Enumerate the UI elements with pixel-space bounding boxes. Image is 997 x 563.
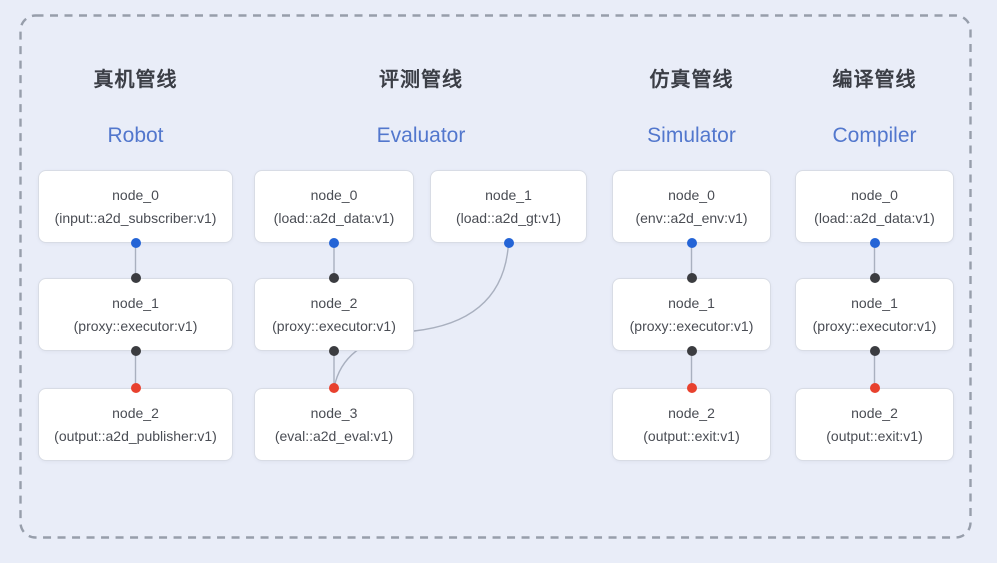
node-box-evaluator-node2: node_2 (proxy::executor:v1)	[254, 278, 414, 351]
node-box-simulator-node0: node_0 (env::a2d_env:v1)	[612, 170, 771, 243]
output-port-dot-blue	[686, 238, 697, 248]
node-name: node_3	[310, 404, 358, 421]
output-port-dot-blue	[503, 238, 514, 248]
input-port-dot-red	[130, 383, 141, 393]
input-port-dot-red	[686, 383, 697, 393]
pipeline-title-zh-simulator: 仿真管线	[649, 69, 734, 91]
node-name: node_0	[112, 186, 159, 203]
node-box-compiler-node1: node_1 (proxy::executor:v1)	[795, 278, 954, 351]
node-box-simulator-node1: node_1 (proxy::executor:v1)	[612, 278, 771, 351]
node-box-evaluator-node0: node_0 (load::a2d_data:v1)	[254, 170, 414, 243]
node-box-compiler-node0: node_0 (load::a2d_data:v1)	[795, 170, 954, 243]
output-port-dot-black	[130, 346, 141, 356]
node-type: (proxy::executor:v1)	[272, 317, 396, 334]
input-port-dot-black	[130, 273, 141, 283]
node-type: (proxy::executor:v1)	[73, 317, 198, 334]
node-name: node_2	[851, 404, 898, 421]
node-type: (output::a2d_publisher:v1)	[54, 427, 217, 444]
node-box-evaluator-node1: node_1 (load::a2d_gt:v1)	[430, 170, 587, 243]
output-port-dot-blue	[130, 238, 141, 248]
node-type: (eval::a2d_eval:v1)	[274, 427, 394, 444]
input-port-dot-red	[329, 383, 339, 393]
node-type: (output::exit:v1)	[826, 427, 923, 444]
node-box-robot-node2: node_2 (output::a2d_publisher:v1)	[38, 388, 233, 461]
node-type: (load::a2d_data:v1)	[273, 209, 395, 226]
node-type: (load::a2d_data:v1)	[814, 209, 935, 226]
node-name: node_1	[112, 294, 159, 311]
node-type: (input::a2d_subscriber:v1)	[54, 209, 217, 226]
node-type: (env::a2d_env:v1)	[635, 209, 748, 226]
pipeline-title-zh-compiler: 编译管线	[832, 69, 917, 91]
edge-evaluator-gt-eval-curve	[333, 242, 510, 389]
node-name: node_2	[668, 404, 715, 421]
output-port-dot-black	[329, 346, 339, 356]
output-port-dot-black	[686, 346, 697, 356]
pipeline-title-en-compiler: Compiler	[832, 124, 917, 147]
node-type: (output::exit:v1)	[643, 427, 740, 444]
node-box-robot-node0: node_0 (input::a2d_subscriber:v1)	[38, 170, 233, 243]
node-box-simulator-node2: node_2 (output::exit:v1)	[612, 388, 771, 461]
node-name: node_2	[310, 294, 358, 311]
pipeline-title-en-robot: Robot	[107, 124, 164, 147]
input-port-dot-black	[686, 273, 697, 283]
node-name: node_0	[310, 186, 358, 203]
output-port-dot-black	[869, 346, 880, 356]
node-name: node_1	[851, 294, 898, 311]
node-name: node_0	[851, 186, 898, 203]
node-type: (proxy::executor:v1)	[812, 317, 937, 334]
output-port-dot-blue	[869, 238, 880, 248]
input-port-dot-black	[329, 273, 339, 283]
node-name: node_1	[485, 186, 532, 203]
input-port-dot-black	[869, 273, 880, 283]
pipeline-title-en-simulator: Simulator	[647, 124, 736, 147]
node-name: node_0	[668, 186, 715, 203]
node-box-evaluator-node3: node_3 (eval::a2d_eval:v1)	[254, 388, 414, 461]
dashed-border	[19, 14, 972, 539]
node-box-compiler-node2: node_2 (output::exit:v1)	[795, 388, 954, 461]
input-port-dot-red	[869, 383, 880, 393]
node-name: node_1	[668, 294, 715, 311]
pipeline-title-zh-robot: 真机管线	[93, 69, 178, 91]
node-name: node_2	[112, 404, 159, 421]
node-type: (load::a2d_gt:v1)	[455, 209, 562, 226]
pipeline-title-zh-evaluator: 评测管线	[379, 69, 463, 91]
pipeline-title-en-evaluator: Evaluator	[376, 124, 466, 147]
node-type: (proxy::executor:v1)	[629, 317, 754, 334]
node-box-robot-node1: node_1 (proxy::executor:v1)	[38, 278, 233, 351]
output-port-dot-blue	[329, 238, 339, 248]
